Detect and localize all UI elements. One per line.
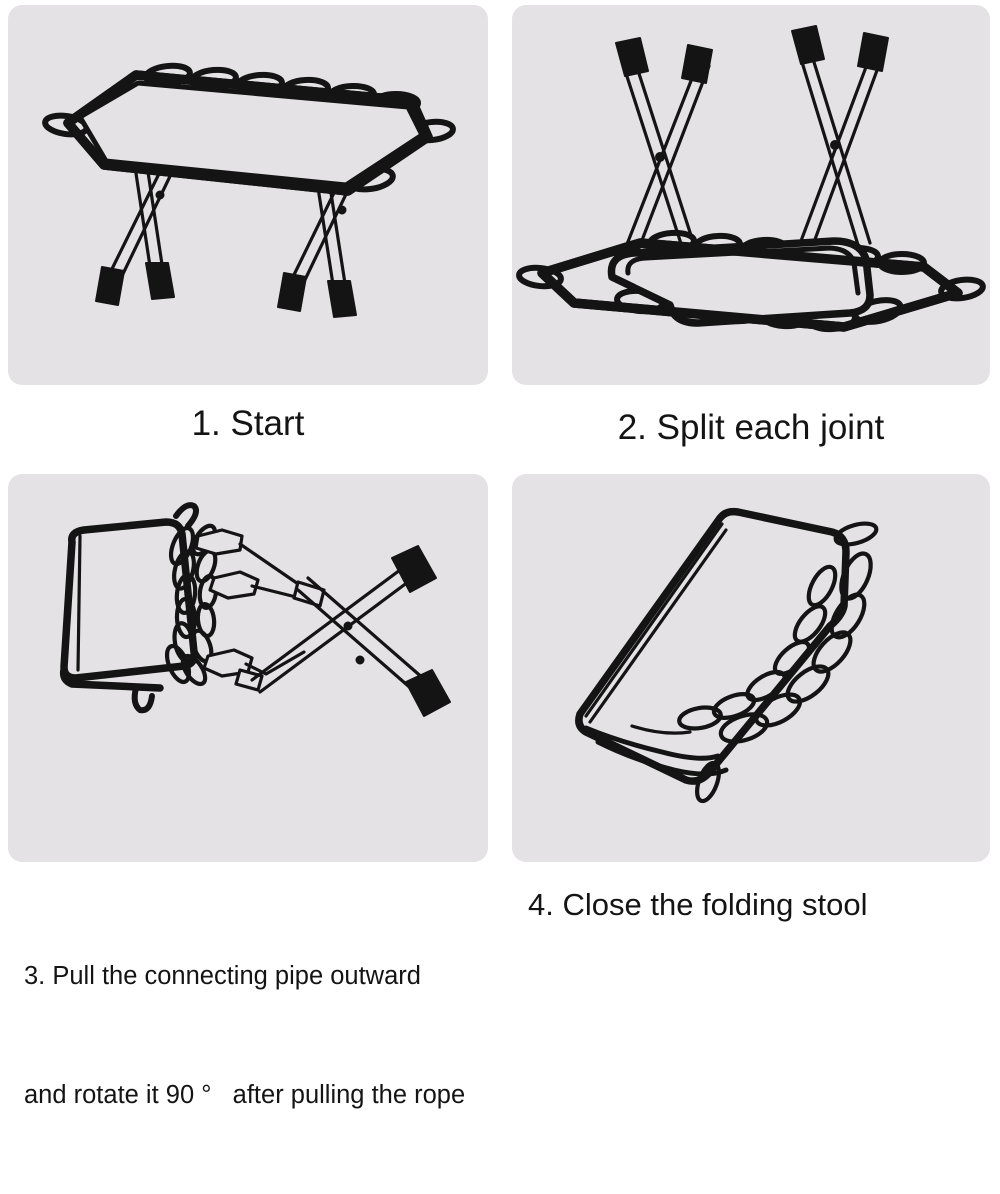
assembled-folding-stool-drawing bbox=[42, 62, 456, 318]
step-1-illustration-panel bbox=[8, 5, 488, 385]
step-1-caption: 1. Start bbox=[191, 404, 305, 443]
step-2-caption: 2. Split each joint bbox=[617, 408, 885, 447]
frame-spring-loops-ends bbox=[516, 264, 986, 302]
stool-upside-down-legs-split-drawing bbox=[516, 25, 986, 333]
step-3-illustration-panel bbox=[8, 474, 488, 862]
fanned-spring-loops-group bbox=[677, 521, 879, 804]
pull-pipe-outward-rotate-90-drawing bbox=[59, 502, 451, 717]
step-4-caption: 4. Close the folding stool bbox=[528, 887, 868, 922]
step-3-caption-line-2: and rotate it 90 ° after pulling the rop… bbox=[24, 1080, 466, 1109]
step-3-caption-line-1: 3. Pull the connecting pipe outward bbox=[24, 962, 421, 991]
upturned-legs-group bbox=[615, 25, 889, 263]
folded-panel-group bbox=[575, 507, 850, 785]
closed-folded-stool-drawing bbox=[575, 507, 879, 804]
instruction-sheet: 1. Start 2. Split each joint 3. Pull the… bbox=[8, 5, 990, 1109]
step-3-caption: 3. Pull the connecting pipe outward and … bbox=[24, 878, 494, 1194]
step-4-illustration-panel bbox=[512, 474, 990, 862]
stool-seat-frame-group bbox=[42, 62, 456, 196]
connecting-pipe-group bbox=[234, 542, 451, 717]
fanned-spring-loops-group bbox=[164, 523, 260, 687]
inverted-seat-frame-group bbox=[516, 229, 986, 333]
step-2-illustration-panel bbox=[512, 5, 990, 385]
